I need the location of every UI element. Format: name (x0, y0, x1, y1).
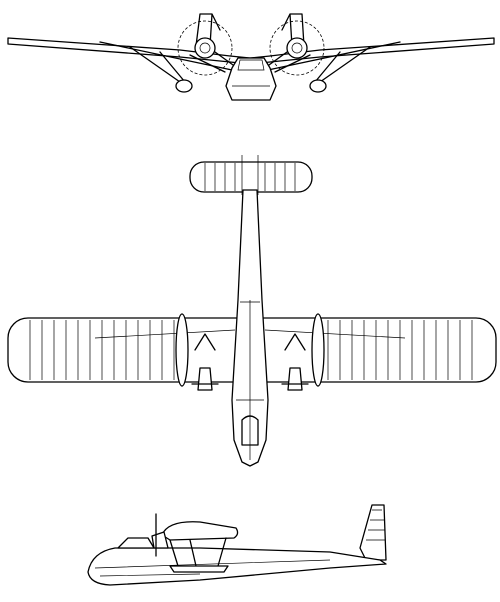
front-right-float (309, 79, 327, 93)
top-tailplane-ribs (204, 155, 296, 195)
front-right-engine (286, 37, 308, 59)
top-left-engine (197, 367, 213, 391)
front-left-float (175, 79, 193, 93)
front-interplane-struts (189, 51, 311, 73)
top-wing-ribs (29, 320, 473, 380)
front-view (7, 13, 495, 101)
front-float-struts (129, 46, 371, 83)
top-right-float (311, 313, 325, 387)
side-struts (169, 537, 227, 567)
side-view (87, 504, 387, 586)
side-hull (87, 547, 387, 586)
front-left-propeller-disc (177, 20, 233, 76)
side-wing (161, 521, 239, 541)
top-engine-struts (194, 333, 306, 351)
top-right-engine (287, 367, 303, 391)
top-view (7, 155, 497, 467)
front-right-propeller-disc (269, 20, 325, 76)
side-cockpit (117, 537, 155, 549)
top-cockpit (241, 415, 259, 446)
front-left-engine (194, 37, 216, 59)
top-left-float (175, 313, 189, 387)
front-engine-pylons (195, 13, 305, 47)
front-hull (225, 57, 277, 101)
side-float (169, 565, 229, 573)
side-fin (359, 504, 387, 561)
top-tailplane (189, 161, 313, 193)
